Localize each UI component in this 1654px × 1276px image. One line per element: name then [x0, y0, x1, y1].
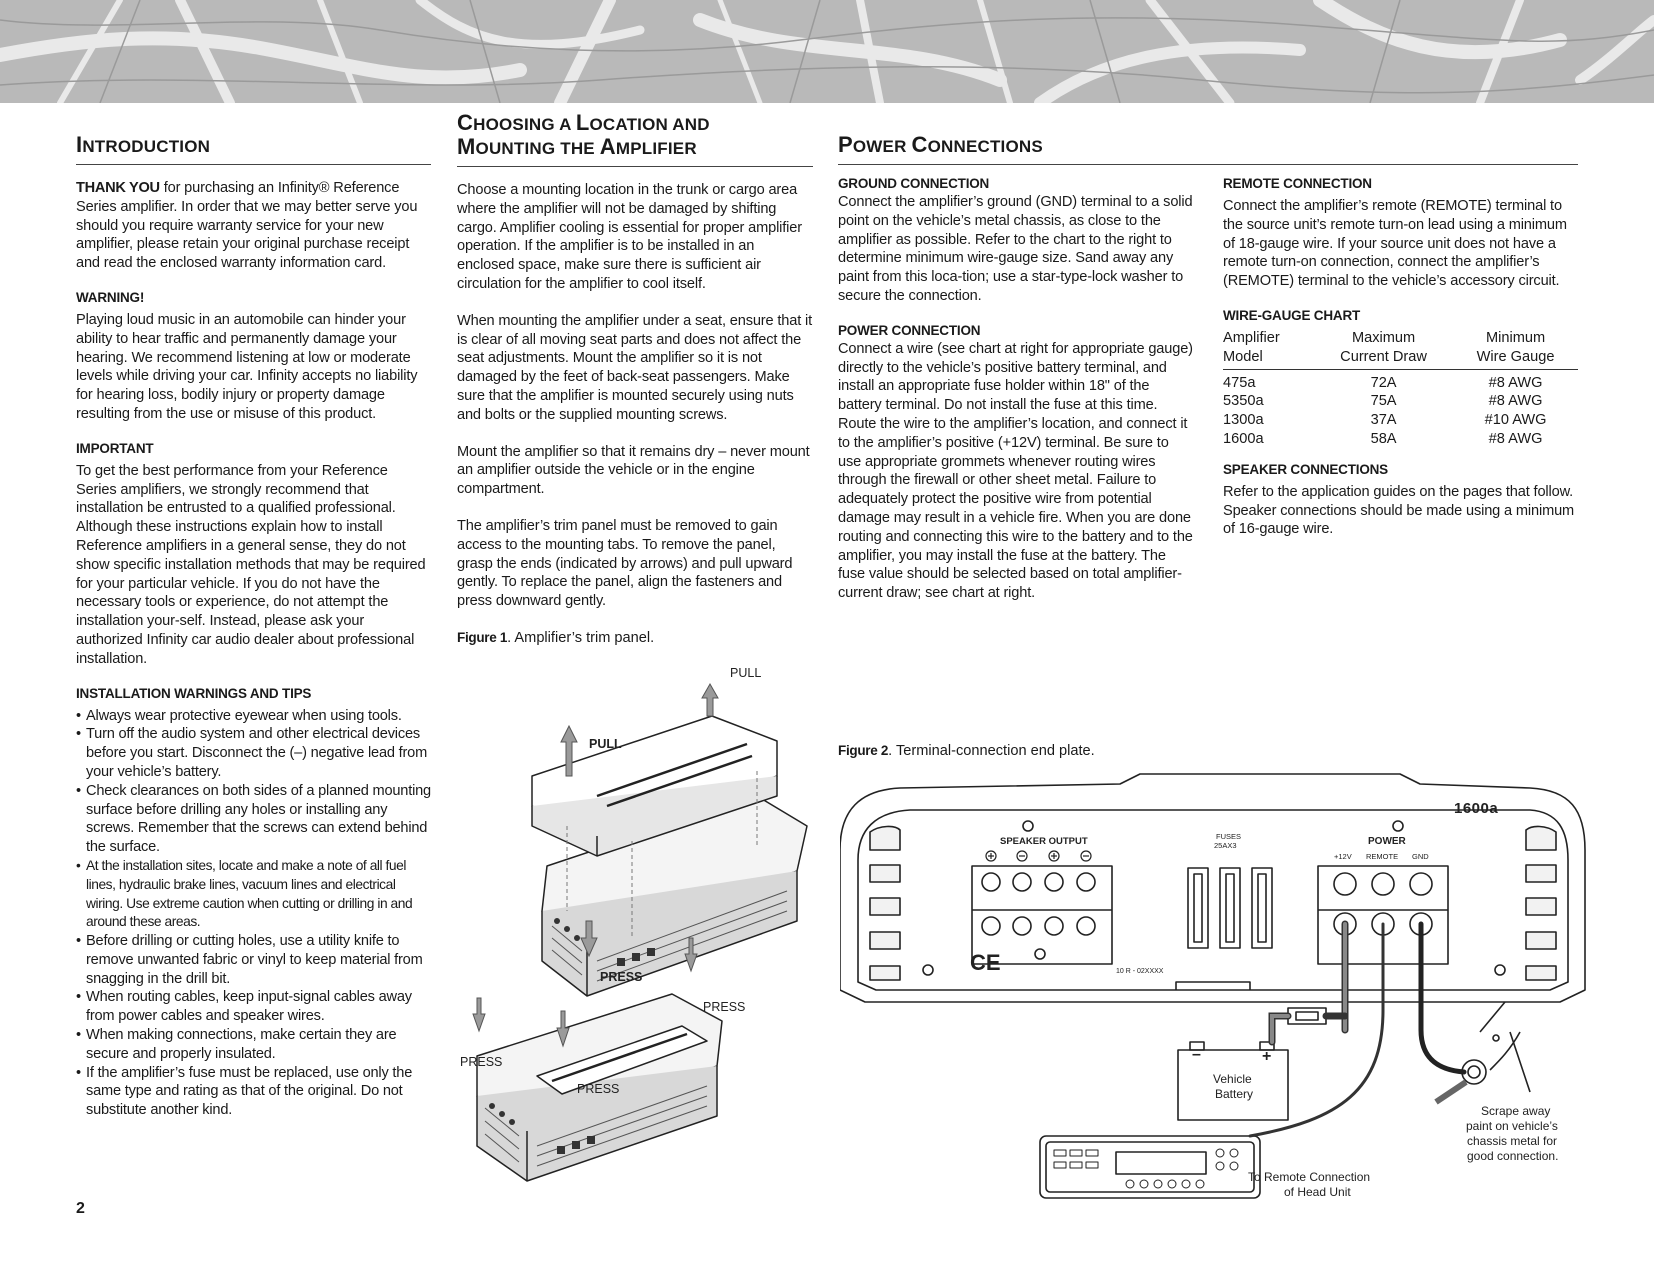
power-connections-section: POWER CONNECTIONS GROUND CONNECTION Conn…: [838, 112, 1578, 603]
list-item: Check clearances on both sides of a plan…: [76, 782, 431, 857]
battery-label: Vehicle: [1213, 1072, 1252, 1086]
mounting-paragraph: Mount the amplifier so that it remains d…: [457, 443, 810, 498]
table-cell: 475a: [1223, 374, 1256, 391]
table-cell: 37A: [1370, 412, 1397, 429]
remote-connection-paragraph: Connect the amplifier’s remote (REMOTE) …: [1223, 198, 1567, 290]
list-item: If the amplifier’s fuse must be replaced…: [76, 1064, 431, 1120]
pull-label: PULL: [730, 666, 762, 680]
gnd-terminal-label: GND: [1412, 852, 1429, 861]
important-paragraph: To get the best performance from your Re…: [76, 462, 426, 667]
important-heading: IMPORTANT: [76, 440, 154, 456]
tips-list: Always wear protective eyewear when usin…: [76, 707, 431, 1121]
figure-1-trim-panel: PULL PULL PRESS PRESS PRESS PRESS: [457, 666, 827, 1216]
remote-connection-label: of Head Unit: [1284, 1185, 1351, 1199]
fuses-rating-label: 25AX3: [1214, 841, 1237, 850]
mounting-column: CHOOSING A LOCATION AND MOUNTING THE AMP…: [457, 112, 813, 647]
amplifier-trim-panel-illustration: [472, 682, 808, 1182]
pull-label: PULL: [589, 737, 622, 751]
ground-connection-heading: GROUND CONNECTION: [838, 176, 990, 191]
terminal-end-plate-illustration: [839, 773, 1586, 1199]
serial-label: 10 R - 02XXXX: [1116, 968, 1164, 975]
scrape-note: Scrape away: [1481, 1104, 1551, 1118]
thank-you-paragraph: THANK YOU for purchasing an Infinity® Re…: [76, 180, 418, 272]
power-right-subcolumn: REMOTE CONNECTION Connect the amplifier’…: [1223, 165, 1578, 603]
speaker-output-label: SPEAKER OUTPUT: [1000, 836, 1088, 847]
tips-heading: INSTALLATION WARNINGS AND TIPS: [76, 685, 312, 701]
table-cell: 75A: [1370, 393, 1397, 410]
remote-connection-label: To Remote Connection: [1248, 1170, 1371, 1184]
press-label: PRESS: [703, 1000, 746, 1014]
list-item: When making connections, make certain th…: [76, 1026, 431, 1064]
speaker-connections-heading: SPEAKER CONNECTIONS: [1223, 461, 1388, 477]
power-connection-heading: POWER CONNECTION: [838, 322, 981, 338]
remote-terminal-label: REMOTE: [1366, 852, 1399, 861]
battery-minus-label: –: [1192, 1046, 1201, 1063]
ground-connection-paragraph: Connect the amplifier’s ground (GND) ter…: [838, 194, 1193, 304]
table-cell: 58A: [1370, 430, 1397, 447]
battery-label: Battery: [1215, 1087, 1254, 1101]
table-cell: #8 AWG: [1488, 430, 1543, 447]
speaker-connections-paragraph: Refer to the application guides on the p…: [1223, 483, 1575, 538]
power-left-subcolumn: GROUND CONNECTION Connect the amplifier’…: [838, 165, 1193, 603]
table-cell: 72A: [1370, 374, 1397, 391]
table-row: 5350a 75A #8 AWG: [1223, 392, 1578, 411]
ce-mark: CE: [970, 950, 1001, 975]
wire-gauge-chart-heading: WIRE-GAUGE CHART: [1223, 307, 1361, 323]
power-connections-title: POWER CONNECTIONS: [838, 112, 1578, 165]
mounting-paragraph: The amplifier’s trim panel must be remov…: [457, 517, 793, 610]
page-number: 2: [76, 1200, 85, 1217]
scrape-note: good connection.: [1467, 1149, 1559, 1163]
table-cell: 5350a: [1223, 393, 1264, 410]
figure-2-end-plate: 1600a SPEAKER OUTPUT FUSES 25AX3 POWER +…: [839, 770, 1600, 1210]
remote-connection-heading: REMOTE CONNECTION: [1223, 176, 1372, 191]
header-map-banner: [0, 0, 1654, 103]
list-item: Always wear protective eyewear when usin…: [76, 707, 431, 726]
power-terminal-label: POWER: [1368, 836, 1406, 847]
model-label: 1600a: [1454, 800, 1499, 817]
table-cell: #8 AWG: [1488, 374, 1543, 391]
figure-2-caption: Figure 2. Terminal-connection end plate.: [838, 743, 1095, 759]
table-cell: #8 AWG: [1488, 393, 1543, 410]
table-cell: 1300a: [1223, 412, 1264, 429]
battery-plus-label: +: [1262, 1048, 1272, 1065]
table-cell: 1600a: [1223, 430, 1264, 447]
scrape-note: paint on vehicle’s: [1466, 1119, 1558, 1133]
press-label: PRESS: [577, 1082, 620, 1096]
figure-1-caption: Figure 1. Amplifier’s trim panel.: [457, 629, 655, 646]
plus-12v-label: +12V: [1334, 852, 1352, 861]
table-row: 475a 72A #8 AWG: [1223, 369, 1578, 392]
list-item: At the installation sites, locate and ma…: [76, 857, 431, 932]
list-item: When routing cables, keep input-signal c…: [76, 988, 431, 1026]
power-connection-paragraph: Connect a wire (see chart at right for a…: [838, 340, 1193, 602]
table-row: 1600a 58A #8 AWG: [1223, 430, 1578, 449]
table-cell: #10 AWG: [1484, 412, 1547, 429]
introduction-title: INTRODUCTION: [76, 112, 431, 165]
press-label: PRESS: [600, 970, 643, 984]
warning-heading: WARNING!: [76, 289, 145, 305]
mounting-paragraph: Choose a mounting location in the trunk …: [457, 182, 802, 292]
scrape-note: chassis metal for: [1467, 1134, 1558, 1148]
fuses-label: FUSES: [1216, 832, 1242, 841]
press-label: PRESS: [460, 1055, 503, 1069]
introduction-column: INTRODUCTION THANK YOU for purchasing an…: [76, 112, 431, 1120]
warning-paragraph: Playing loud music in an automobile can …: [76, 311, 418, 422]
list-item: Turn off the audio system and other elec…: [76, 725, 431, 781]
table-row: 1300a 37A #10 AWG: [1223, 411, 1578, 430]
mounting-title: CHOOSING A LOCATION AND MOUNTING THE AMP…: [457, 112, 813, 167]
list-item: Before drilling or cutting holes, use a …: [76, 932, 431, 988]
mounting-paragraph: When mounting the amplifier under a seat…: [457, 312, 813, 423]
